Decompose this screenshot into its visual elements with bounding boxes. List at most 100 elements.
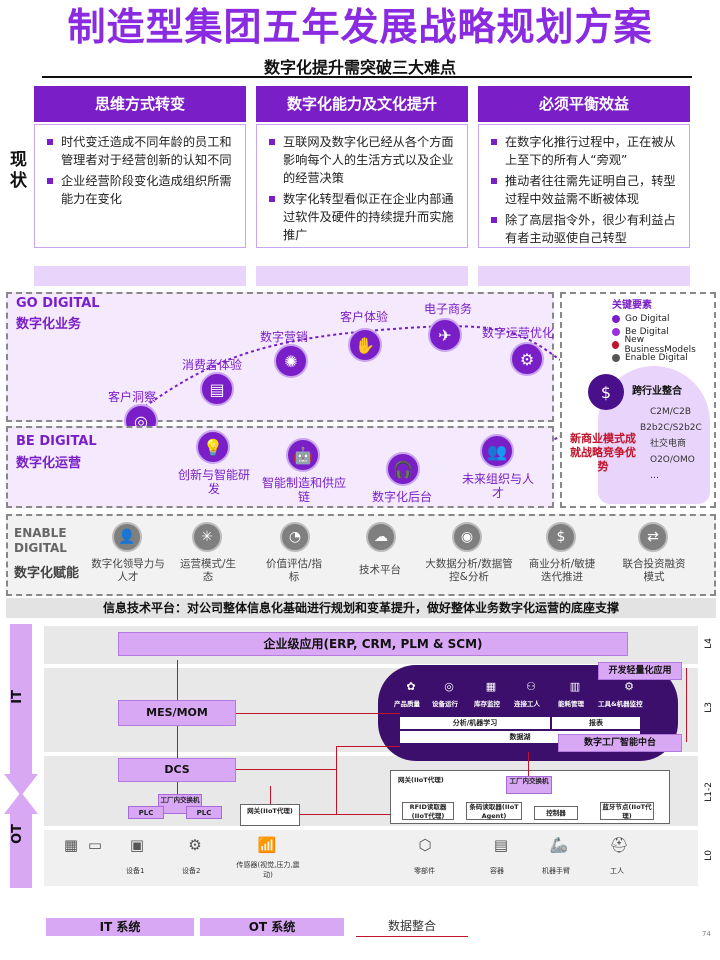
customer-experience-icon: ✋ <box>348 328 382 362</box>
enable-item-label: 商业分析/敏捷迭代推进 <box>528 558 596 583</box>
legend-dot <box>612 340 620 349</box>
ot-item-label: 传感器(视觉,压力,震动) <box>236 861 300 879</box>
ot-system-legend: OT 系统 <box>200 918 344 936</box>
cloud-item-label: 产品质量 <box>394 700 420 708</box>
new-business-model-text: 新商业模式成就战略竞争优势 <box>570 432 636 473</box>
cloud-item-label: 连接工人 <box>514 700 540 708</box>
cross-industry-list: C2M/C2B B2b2C/S2b2C 社交电商 O2O/OMO … <box>640 404 702 484</box>
connector-line <box>300 814 390 815</box>
ot-item-label: 零部件 <box>414 867 435 875</box>
barcode-box: 条码读取器(IIoT Agent) <box>466 802 522 820</box>
iiot-gateway-label: 网关(IIoT代理) <box>398 776 444 784</box>
enterprise-app-box: 企业级应用(ERP, CRM, PLM & SCM) <box>118 632 628 656</box>
legend-item: Be Digital <box>612 325 712 338</box>
enable-item-label: 联合投资融资模式 <box>622 558 686 583</box>
connector-line <box>177 782 178 794</box>
innovation-rd-icon: 💡 <box>196 430 230 464</box>
connector-line <box>336 746 337 814</box>
connector-line <box>236 713 400 714</box>
be-node-label: 创新与智能研发 <box>177 468 250 496</box>
page-subtitle: 数字化提升需突破三大难点 <box>263 58 456 77</box>
layer-l0 <box>44 830 698 886</box>
bluetooth-box: 蓝牙节点(IIoT代理) <box>600 802 654 820</box>
dcs-box: DCS <box>118 758 236 782</box>
legend-title: 关键要素 <box>612 300 652 311</box>
smart-platform-box: 数字工厂智能中台 <box>558 734 682 752</box>
cross-item: B2b2C/S2b2C <box>640 423 702 433</box>
legend-dot <box>612 314 620 323</box>
plc-box: PLC <box>186 806 222 819</box>
rfid-box: RFID读取器(IIoT代理) <box>402 802 454 820</box>
digital-backoffice-icon: 🎧 <box>386 452 420 486</box>
report-box: 报表 <box>552 717 640 729</box>
legend-dot <box>612 353 620 362</box>
joint-investment-icon: ⇄ <box>638 522 668 552</box>
column-body-mindset: 时代变迁造成不同年龄的员工和管理者对于经营创新的认知不同 企业经营阶段变化造成组… <box>34 124 246 248</box>
digital-marketing-icon: ✺ <box>274 344 308 378</box>
column-head-mindset: 思维方式转变 <box>34 86 246 122</box>
column-connector <box>478 266 690 286</box>
sensor-icon: 📶 <box>257 836 277 854</box>
layer-tag-l3: L3 <box>704 702 714 713</box>
it-ot-arrow <box>4 624 38 888</box>
light-app-box: 开发轻量化应用 <box>598 662 682 680</box>
be-digital-title-en: BE DIGITAL <box>16 434 97 449</box>
bullet: 时代变迁造成不同年龄的员工和管理者对于经营创新的认知不同 <box>47 133 235 169</box>
enable-item-label: 运营模式/生态 <box>179 558 237 583</box>
column-connector <box>34 266 246 286</box>
column-head-benefit: 必须平衡效益 <box>478 86 690 122</box>
be-node-label: 未来组织与人才 <box>461 472 534 500</box>
cross-item: 社交电商 <box>650 439 687 449</box>
ops-optimization-icon: ⚙ <box>510 342 544 376</box>
cloud-item-label: 能耗管理 <box>558 700 584 708</box>
layer-tag-l12: L1-2 <box>704 782 714 802</box>
layer-tag-l0: L0 <box>704 850 714 861</box>
column-head-capability: 数字化能力及文化提升 <box>256 86 468 122</box>
status-label: 现状 <box>6 150 26 192</box>
it-arrow-shape <box>4 624 38 796</box>
it-system-legend: IT 系统 <box>46 918 194 936</box>
be-digital-band <box>6 426 554 508</box>
legend-label: Go Digital <box>625 313 670 324</box>
enable-item-label: 价值评估/指标 <box>265 558 323 583</box>
container-icon: ▤ <box>493 836 509 854</box>
cross-industry-title: 跨行业整合 <box>632 386 682 397</box>
gateway-box: 网关(IIoT代理) <box>240 804 300 826</box>
robot-arm-icon: 🦾 <box>549 836 569 854</box>
go-node-label: 客户体验 <box>340 310 389 324</box>
monitor-icon: ▭ <box>87 836 103 854</box>
bullet: 推动者往往需先证明自己，转型过程中效益需不断被体现 <box>491 172 679 208</box>
leadership-talent-icon: 👤 <box>112 522 142 552</box>
connector-line <box>336 746 400 747</box>
analytics-box: 分析/机器学习 <box>400 717 550 729</box>
worker-icon: ⛑ <box>609 836 629 854</box>
connector-line <box>528 752 529 776</box>
bullet: 在数字化推行过程中，正在被从上至下的所有人“旁观” <box>491 133 679 169</box>
ot-item-label: 工人 <box>610 867 624 875</box>
ot-item-label: 机器手臂 <box>542 867 570 875</box>
parts-icon: ⬡ <box>418 836 432 854</box>
go-node-label: 客户洞察 <box>108 390 157 404</box>
mes-mom-box: MES/MOM <box>118 700 236 726</box>
enable-digital-title-en: ENABLE DIGITAL <box>14 526 67 555</box>
be-digital-title-cn: 数字化运营 <box>16 456 82 471</box>
controller-box: 控制器 <box>534 806 578 820</box>
bullet: 互联网及数字化已经从各个方面影响每个人的生活方式以及企业的经营决策 <box>269 133 457 187</box>
enable-item-label: 技术平台 <box>359 564 401 576</box>
worker-connect-icon: ⚇ <box>526 680 536 693</box>
ecommerce-icon: ✈ <box>428 318 462 352</box>
subtitle-underline <box>42 76 692 78</box>
connector-line <box>686 668 687 742</box>
energy-icon: ▥ <box>569 680 581 693</box>
business-model-icon: $ <box>588 374 624 410</box>
connector-line <box>177 726 178 758</box>
enable-item-label: 数字化领导力与人才 <box>91 558 165 583</box>
it-label: IT <box>10 690 25 704</box>
cloud-item-label: 库存监控 <box>474 700 500 708</box>
legend-item: New BusinessModels <box>612 335 712 355</box>
plc-box: PLC <box>128 806 164 819</box>
machine-1-icon: ▣ <box>129 836 145 854</box>
enable-digital-title-cn: 数字化赋能 <box>14 566 80 581</box>
legend-label: Be Digital <box>625 326 669 337</box>
smart-manufacturing-icon: 🤖 <box>286 438 320 472</box>
